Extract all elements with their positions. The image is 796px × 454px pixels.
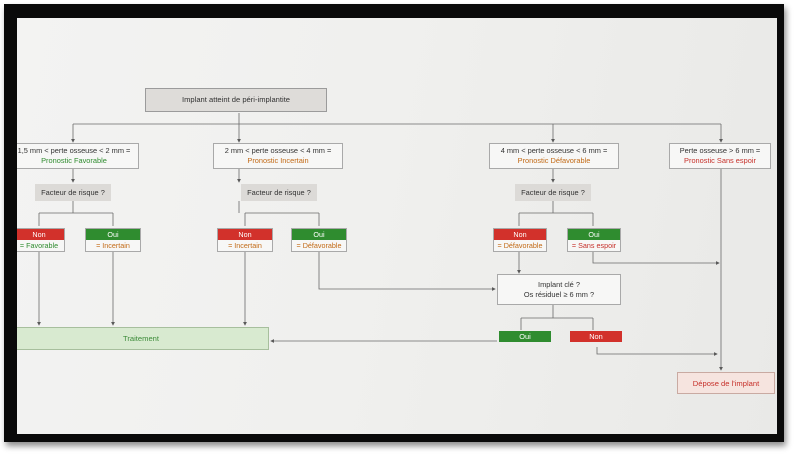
b3-non: Non = Défavorable (493, 228, 547, 252)
risk-factor-2: Facteur de risque ? (241, 184, 317, 201)
root-label: Implant atteint de péri-implantite (181, 95, 291, 104)
connector-lines (37, 113, 723, 371)
b2-oui-header: Oui (292, 229, 346, 240)
b2-oui-result: = Défavorable (296, 241, 342, 250)
b3-oui-result: = Sans espoir (571, 241, 617, 250)
treatment-box: Traitement (17, 327, 269, 350)
risk-factor-3: Facteur de risque ? (515, 184, 591, 201)
branch-defavorable-range: 4 mm < perte osseuse < 6 mm = (500, 146, 608, 155)
b2-oui: Oui = Défavorable (291, 228, 347, 252)
branch-defavorable-prognosis: Pronostic Défavorable (517, 156, 591, 165)
removal-box: Dépose de l'implant (677, 372, 775, 394)
root-node: Implant atteint de péri-implantite (145, 88, 327, 112)
branch-favorable-prognosis: Pronostic Favorable (41, 156, 107, 165)
branch-sans-espoir-prognosis: Pronostic Sans espoir (684, 156, 756, 165)
risk-factor-1: Facteur de risque ? (35, 184, 111, 201)
removal-label: Dépose de l'implant (692, 378, 760, 388)
branch-sans-espoir-range: Perte osseuse > 6 mm = (679, 146, 761, 155)
b2-non: Non = Incertain (217, 228, 273, 252)
b1-non-result: = Favorable (19, 241, 59, 250)
treatment-label: Traitement (122, 334, 159, 343)
b1-oui-result: = Incertain (96, 241, 130, 250)
branch-incertain: 2 mm < perte osseuse < 4 mm = Pronostic … (213, 143, 343, 169)
b3-oui: Oui = Sans espoir (567, 228, 621, 252)
b3-non-result: = Défavorable (497, 241, 543, 250)
branch-sans-espoir: Perte osseuse > 6 mm = Pronostic Sans es… (669, 143, 771, 169)
b3-non-header: Non (494, 229, 546, 240)
branch-favorable: 1,5 mm < perte osseuse < 2 mm = Pronosti… (17, 143, 139, 169)
key-implant-question: Implant clé ? Os résiduel ≥ 6 mm ? (497, 274, 621, 305)
question-non: Non (570, 331, 622, 342)
photo-frame: Implant atteint de péri-implantite 1,5 m… (4, 4, 784, 442)
projection-screen: Implant atteint de péri-implantite 1,5 m… (17, 18, 777, 434)
b1-oui-header: Oui (86, 229, 140, 240)
branch-defavorable: 4 mm < perte osseuse < 6 mm = Pronostic … (489, 143, 619, 169)
b3-oui-header: Oui (568, 229, 620, 240)
branch-incertain-range: 2 mm < perte osseuse < 4 mm = (224, 146, 332, 155)
risk-factor-3-label: Facteur de risque ? (521, 187, 585, 197)
b1-non-header: Non (17, 229, 64, 240)
question-oui: Oui (499, 331, 551, 342)
b2-non-header: Non (218, 229, 272, 240)
branch-favorable-range: 1,5 mm < perte osseuse < 2 mm = (17, 146, 131, 155)
question-line-1: Implant clé ? (538, 279, 580, 289)
b1-oui: Oui = Incertain (85, 228, 141, 252)
b2-non-result: = Incertain (228, 241, 262, 250)
risk-factor-2-label: Facteur de risque ? (247, 187, 311, 197)
branch-incertain-prognosis: Pronostic Incertain (247, 156, 309, 165)
question-line-2: Os résiduel ≥ 6 mm ? (523, 289, 595, 299)
risk-factor-1-label: Facteur de risque ? (41, 187, 105, 197)
b1-non: Non = Favorable (17, 228, 65, 252)
